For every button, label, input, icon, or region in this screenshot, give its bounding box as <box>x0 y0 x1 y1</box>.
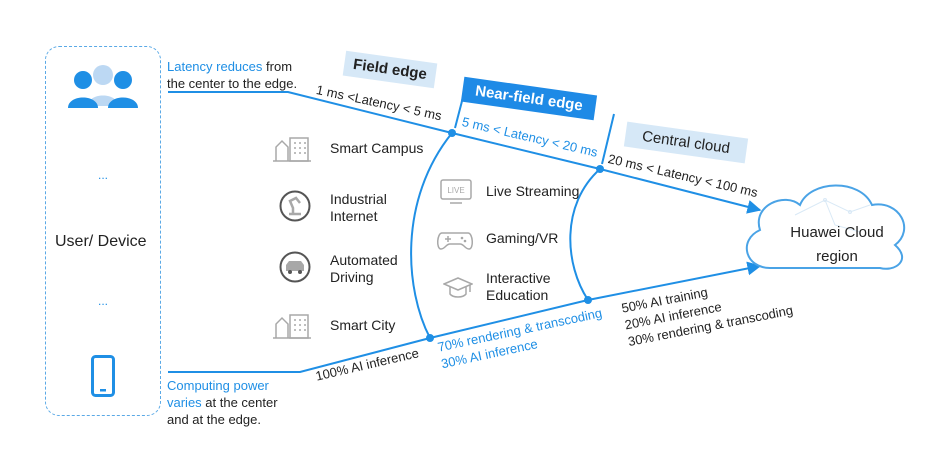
scenario-smart-city: Smart City <box>330 317 396 333</box>
junction-dot <box>584 296 592 304</box>
scenario-smart-campus: Smart Campus <box>330 140 424 156</box>
smartphone-icon <box>91 355 115 397</box>
ellipsis-bottom: ... <box>98 294 109 308</box>
near-edge-arc <box>569 168 601 301</box>
scenario-live-streaming: Live Streaming <box>486 183 580 199</box>
city-building-icon <box>273 314 311 339</box>
junction-dot <box>596 165 604 173</box>
junction-dot <box>426 334 434 342</box>
compute-note: Computing power varies at the center and… <box>167 378 278 427</box>
vehicle-icon <box>279 251 311 283</box>
campus-building-icon <box>273 137 311 162</box>
ellipsis-top: ... <box>98 168 109 182</box>
field-edge-arc <box>410 132 453 339</box>
users-icon <box>68 65 138 108</box>
device-label: User/ Device <box>55 233 147 250</box>
live-tv-icon: LIVE <box>440 179 472 204</box>
svg-text:LIVE: LIVE <box>447 186 464 195</box>
scenario-gaming-vr: Gaming/VR <box>486 230 559 246</box>
gamepad-icon <box>437 232 473 250</box>
cloud-icon <box>745 184 906 270</box>
graduation-cap-icon <box>443 277 473 298</box>
device-panel <box>45 46 161 416</box>
junction-dot <box>448 129 456 137</box>
industrial-robot-icon <box>279 190 311 222</box>
latency-note: Latency reduces from the center to the e… <box>167 59 298 91</box>
